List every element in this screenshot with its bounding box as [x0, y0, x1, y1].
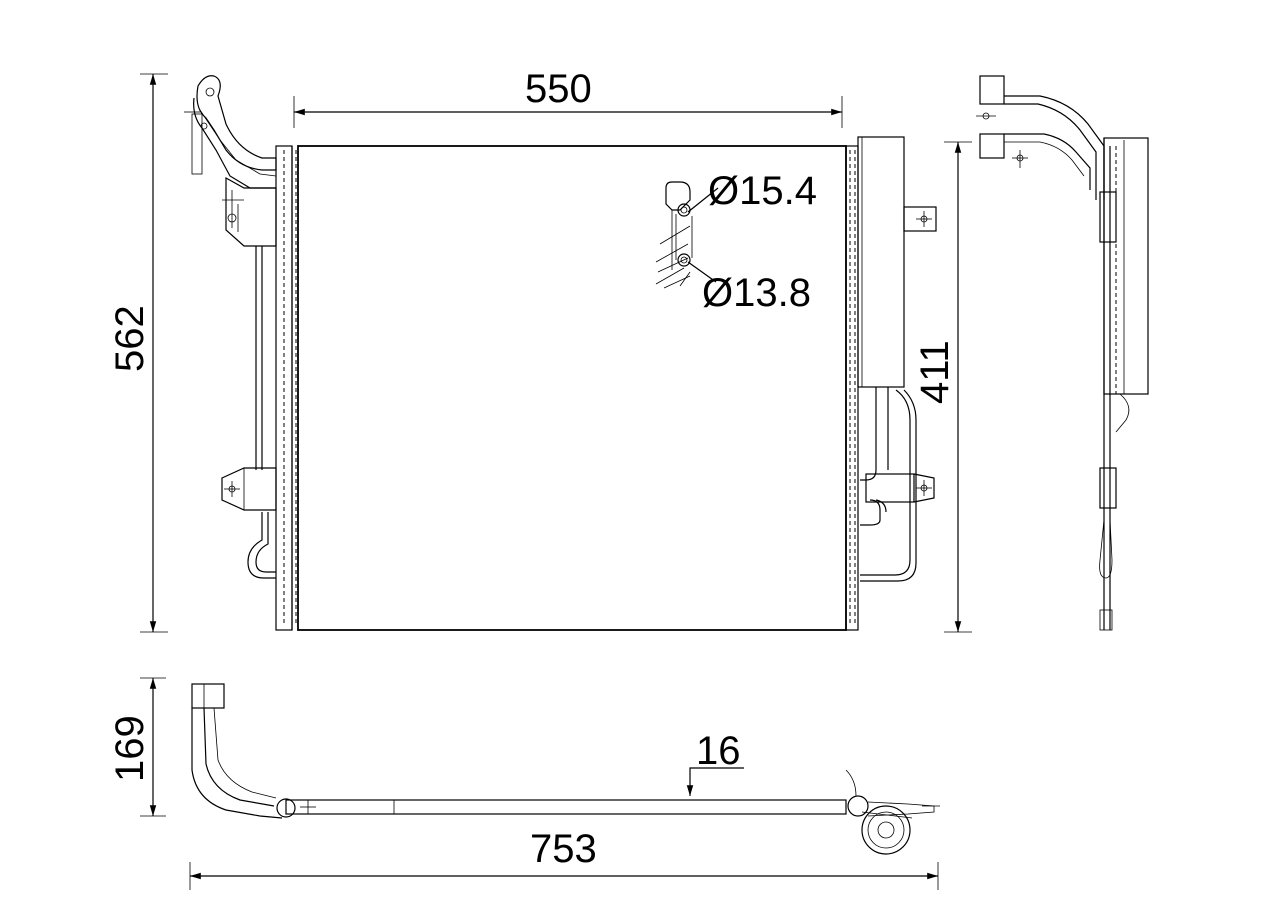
height-dimension-label: 562 [108, 305, 152, 372]
front-view: Ø15.4 Ø13.8 [184, 75, 937, 631]
diameter-2-label: Ø13.8 [702, 271, 811, 315]
depth-dimension: 169 [108, 677, 166, 817]
width-dimension: 550 [293, 67, 843, 128]
width-dimension-label: 550 [525, 67, 592, 111]
core-height-dimension-label: 411 [913, 340, 957, 404]
diameter-1-label: Ø15.4 [708, 169, 817, 213]
left-tank [275, 145, 297, 631]
thickness-dimension: 16 [686, 729, 744, 796]
length-dimension: 753 [189, 827, 939, 890]
pipe-fitting-detail [655, 181, 693, 289]
diameter-1-leader [687, 187, 719, 213]
right-pipes [860, 387, 935, 582]
top-view [191, 683, 940, 855]
right-tank [845, 145, 859, 631]
left-pipe [247, 246, 276, 579]
length-dimension-label: 753 [530, 827, 597, 871]
height-dimension: 562 [108, 73, 168, 633]
left-top-bracket [184, 75, 277, 247]
left-lower-bracket [221, 467, 277, 511]
thickness-dimension-label: 16 [696, 729, 741, 773]
receiver-dryer [857, 136, 937, 388]
diameter-2-leader [687, 261, 717, 283]
depth-dimension-label: 169 [108, 715, 152, 782]
side-view [976, 75, 1149, 631]
condenser-core [297, 145, 847, 631]
core-height-dimension: 411 [913, 141, 972, 633]
